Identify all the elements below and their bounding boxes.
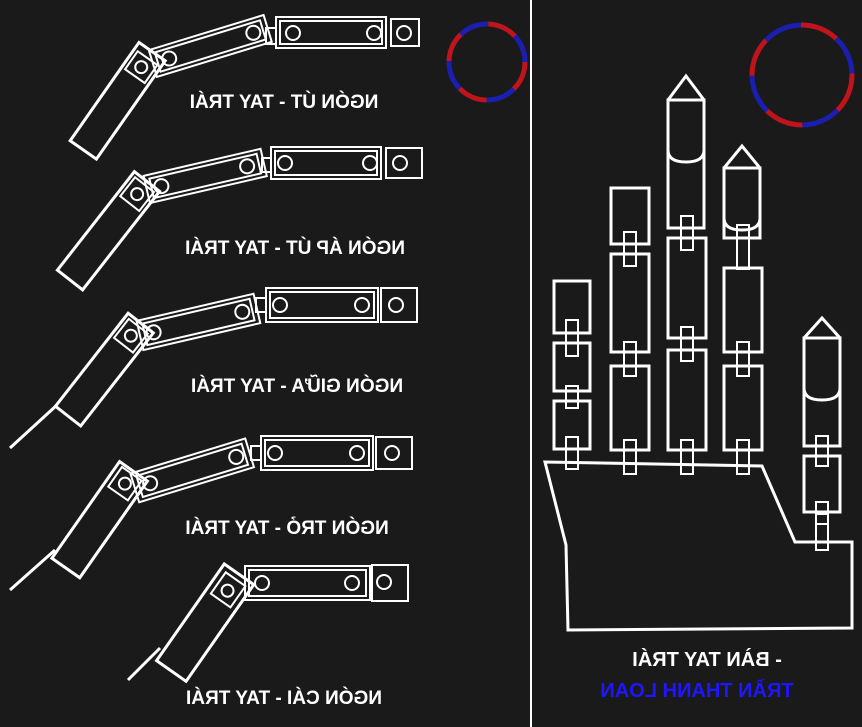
palm-outline [543,460,854,632]
hand-title: - BÀN TAY TRÁI [632,648,782,671]
finger-label-middle: NGÓN GIỮA - TAY TRÁI [191,375,403,397]
finger-index: NGÓN TRỎ - TAY TRÁI [9,435,413,592]
finger-label-index: NGÓN TRỎ - TAY TRÁI [185,517,388,539]
left-panel: NGÓN ÚT - TAY TRÁI NGÓN ÁP ÚT - TAY TR [8,13,528,709]
hand-finger-little [552,279,592,470]
finger-label-little: NGÓN ÚT - TAY TRÁI [190,91,379,113]
finger-label-ring: NGÓN ÁP ÚT - TAY TRÁI [185,237,405,259]
right-indicator-circle [749,22,855,128]
hand-finger-index [722,143,764,475]
finger-thumb: NGÓN CÁI - TAY TRÁI [126,561,409,709]
author-name: TRẦN THANH LOAN [600,679,793,702]
hand-finger-thumb [802,315,842,551]
hand-finger-middle [666,73,708,475]
right-panel: - BÀN TAY TRÁI TRẦN THANH LOAN [543,22,855,702]
finger-label-thumb: NGÓN CÁI - TAY TRÁI [186,687,382,709]
finger-little: NGÓN ÚT - TAY TRÁI [68,13,420,162]
left-indicator-circle [446,21,528,103]
finger-middle: NGÓN GIỮA - TAY TRÁI [8,287,418,450]
hand-finger-ring [609,186,651,475]
finger-ring: NGÓN ÁP ÚT - TAY TRÁI [55,146,423,292]
